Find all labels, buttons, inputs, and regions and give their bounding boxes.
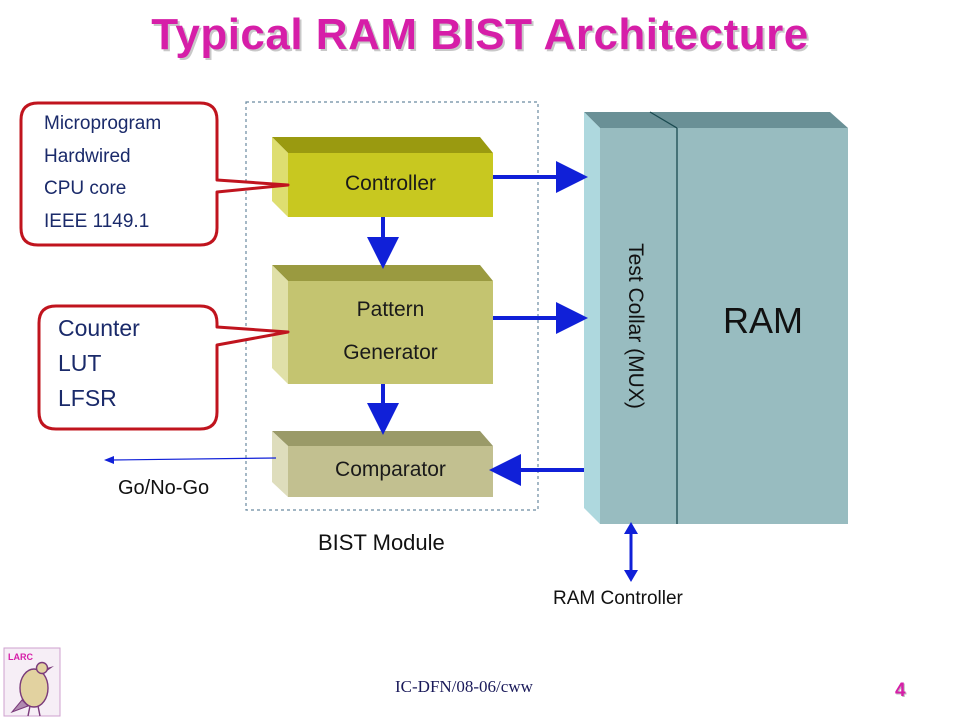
go-nogo-label: Go/No-Go <box>118 477 210 499</box>
ram-block <box>584 111 848 524</box>
larc-logo: LARC <box>3 647 61 717</box>
controller-block <box>272 137 493 217</box>
controller-options-list: Microprogram Hardwired CPU core IEEE 114… <box>44 108 161 238</box>
controller-option: Microprogram <box>44 113 162 134</box>
comparator-block <box>272 431 493 497</box>
go-nogo-arrow <box>104 456 277 464</box>
controller-option: Hardwired <box>44 145 131 167</box>
controller-option: CPU core <box>44 178 127 199</box>
pattern-option: LFSR <box>58 385 117 411</box>
ram-controller-label: RAM Controller <box>553 588 683 609</box>
pattern-option: LUT <box>58 350 102 376</box>
ram-controller-arrow <box>624 522 638 582</box>
test-collar-label: Test Collar (MUX) <box>624 243 647 409</box>
ram-label: RAM <box>723 300 803 341</box>
pattern-label-line2: Generator <box>343 341 438 364</box>
slide-title: Typical RAM BIST Architecture <box>151 10 809 59</box>
controller-label: Controller <box>344 172 437 195</box>
controller-option: IEEE 1149.1 <box>44 210 150 232</box>
pattern-options-list: Counter LUT LFSR <box>58 311 140 416</box>
pattern-options-callout <box>37 304 290 431</box>
pattern-generator-block <box>272 265 493 384</box>
bist-module-boundary <box>245 101 539 511</box>
bist-module-label: BIST Module <box>318 530 445 555</box>
signal-arrows <box>367 161 588 486</box>
page-number: 4 <box>895 680 906 701</box>
svg-text:LARC: LARC <box>8 652 33 662</box>
pattern-option: Counter <box>58 315 140 341</box>
footer-text: IC-DFN/08-06/cww <box>395 677 533 696</box>
comparator-label: Comparator <box>335 458 446 481</box>
pattern-label-line1: Pattern <box>356 298 425 321</box>
controller-options-callout <box>19 101 290 247</box>
